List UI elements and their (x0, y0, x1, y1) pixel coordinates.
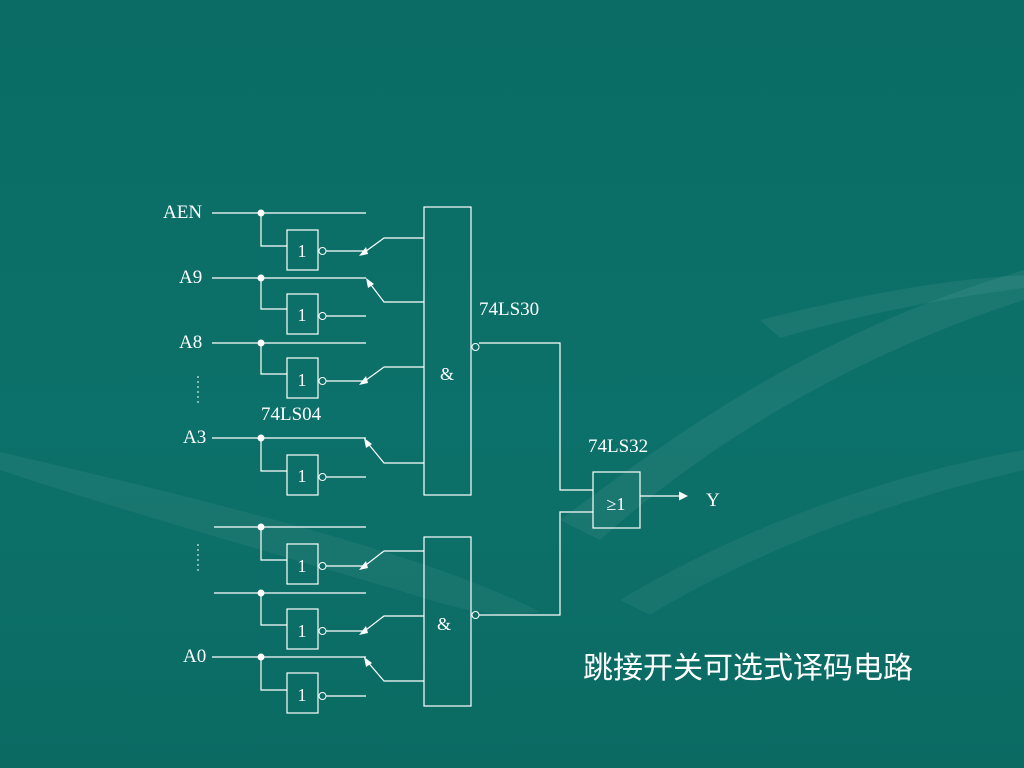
label-a8: A8 (179, 332, 202, 353)
inverter-gate-a3 (286, 454, 319, 496)
inverter-gate-aen (286, 229, 319, 271)
label-a9: A9 (179, 267, 202, 288)
nand-bubble (471, 611, 480, 619)
or-gate-74ls32 (592, 471, 641, 529)
inverter-symbol: 1 (298, 241, 307, 261)
jumper-arrow (366, 278, 374, 288)
nand-gate-74ls30-lower (423, 536, 472, 707)
label-y: Y (706, 490, 720, 511)
inverter-symbol: 1 (298, 466, 307, 486)
inverter-gate-lower-1 (286, 543, 319, 585)
inverter-gate-a0 (286, 672, 319, 714)
jumper-switch (361, 615, 424, 634)
and-symbol: & (440, 364, 454, 384)
jumper-arrow (359, 247, 368, 256)
wire-lower-2-branch (260, 593, 287, 626)
jumper-switch (361, 237, 424, 255)
wire-a0-branch (260, 657, 287, 691)
wire-nand-upper-to-or (479, 342, 593, 491)
label-aen: AEN (163, 202, 202, 223)
diagram-caption: 跳接开关可选式译码电路 (583, 651, 913, 686)
and-symbol: & (437, 614, 451, 634)
label-a3: A3 (183, 427, 206, 448)
jumper-arrow (359, 561, 368, 570)
jumper-switch (361, 550, 424, 569)
or-output-section: ≥1 74LS32 Y (479, 342, 720, 616)
upper-address-section: AEN 1 A9 1 A8 1 74LS04 A3 1 (163, 202, 539, 496)
inverter-bubble (318, 473, 327, 481)
inverter-bubble (318, 692, 327, 700)
inverter-bubble (318, 377, 327, 385)
background-decoration (0, 270, 1024, 615)
wire-aen-branch (260, 213, 287, 247)
inverter-symbol: 1 (298, 556, 307, 576)
wire-nand-lower-to-or (479, 511, 593, 616)
inverter-bubble (318, 247, 327, 255)
jumper-arrow (364, 438, 372, 448)
jumper-switch (367, 280, 424, 303)
wire-a9-branch (260, 278, 287, 310)
inverter-bubble (318, 312, 327, 320)
inverter-gate-a9 (286, 293, 319, 335)
inverter-gate-a8 (286, 357, 319, 399)
inverter-symbol: 1 (298, 370, 307, 390)
chip-label-74ls32: 74LS32 (588, 436, 648, 457)
inverter-symbol: 1 (298, 685, 307, 705)
chip-label-74ls30: 74LS30 (479, 299, 539, 320)
lower-address-section: 1 1 A0 1 & (183, 523, 480, 714)
jumper-switch (361, 366, 424, 384)
wire-a3-branch (260, 438, 287, 472)
nand-bubble (471, 343, 480, 351)
jumper-arrow (359, 626, 368, 635)
inverter-symbol: 1 (298, 621, 307, 641)
output-arrow-icon (679, 491, 688, 501)
wire-a8-branch (260, 343, 287, 375)
or-symbol: ≥1 (607, 494, 626, 514)
jumper-arrow (364, 657, 372, 667)
jumper-switch (365, 440, 424, 464)
wire-lower-1-branch (260, 527, 287, 561)
inverter-symbol: 1 (298, 305, 307, 325)
nand-gate-74ls30-upper (423, 206, 472, 496)
jumper-switch (365, 659, 424, 682)
inverter-bubble (318, 627, 327, 635)
inverter-bubble (318, 562, 327, 570)
jumper-arrow (359, 376, 368, 385)
label-a0: A0 (183, 646, 206, 667)
inverter-gate-lower-2 (286, 608, 319, 650)
chip-label-74ls04: 74LS04 (261, 404, 322, 425)
